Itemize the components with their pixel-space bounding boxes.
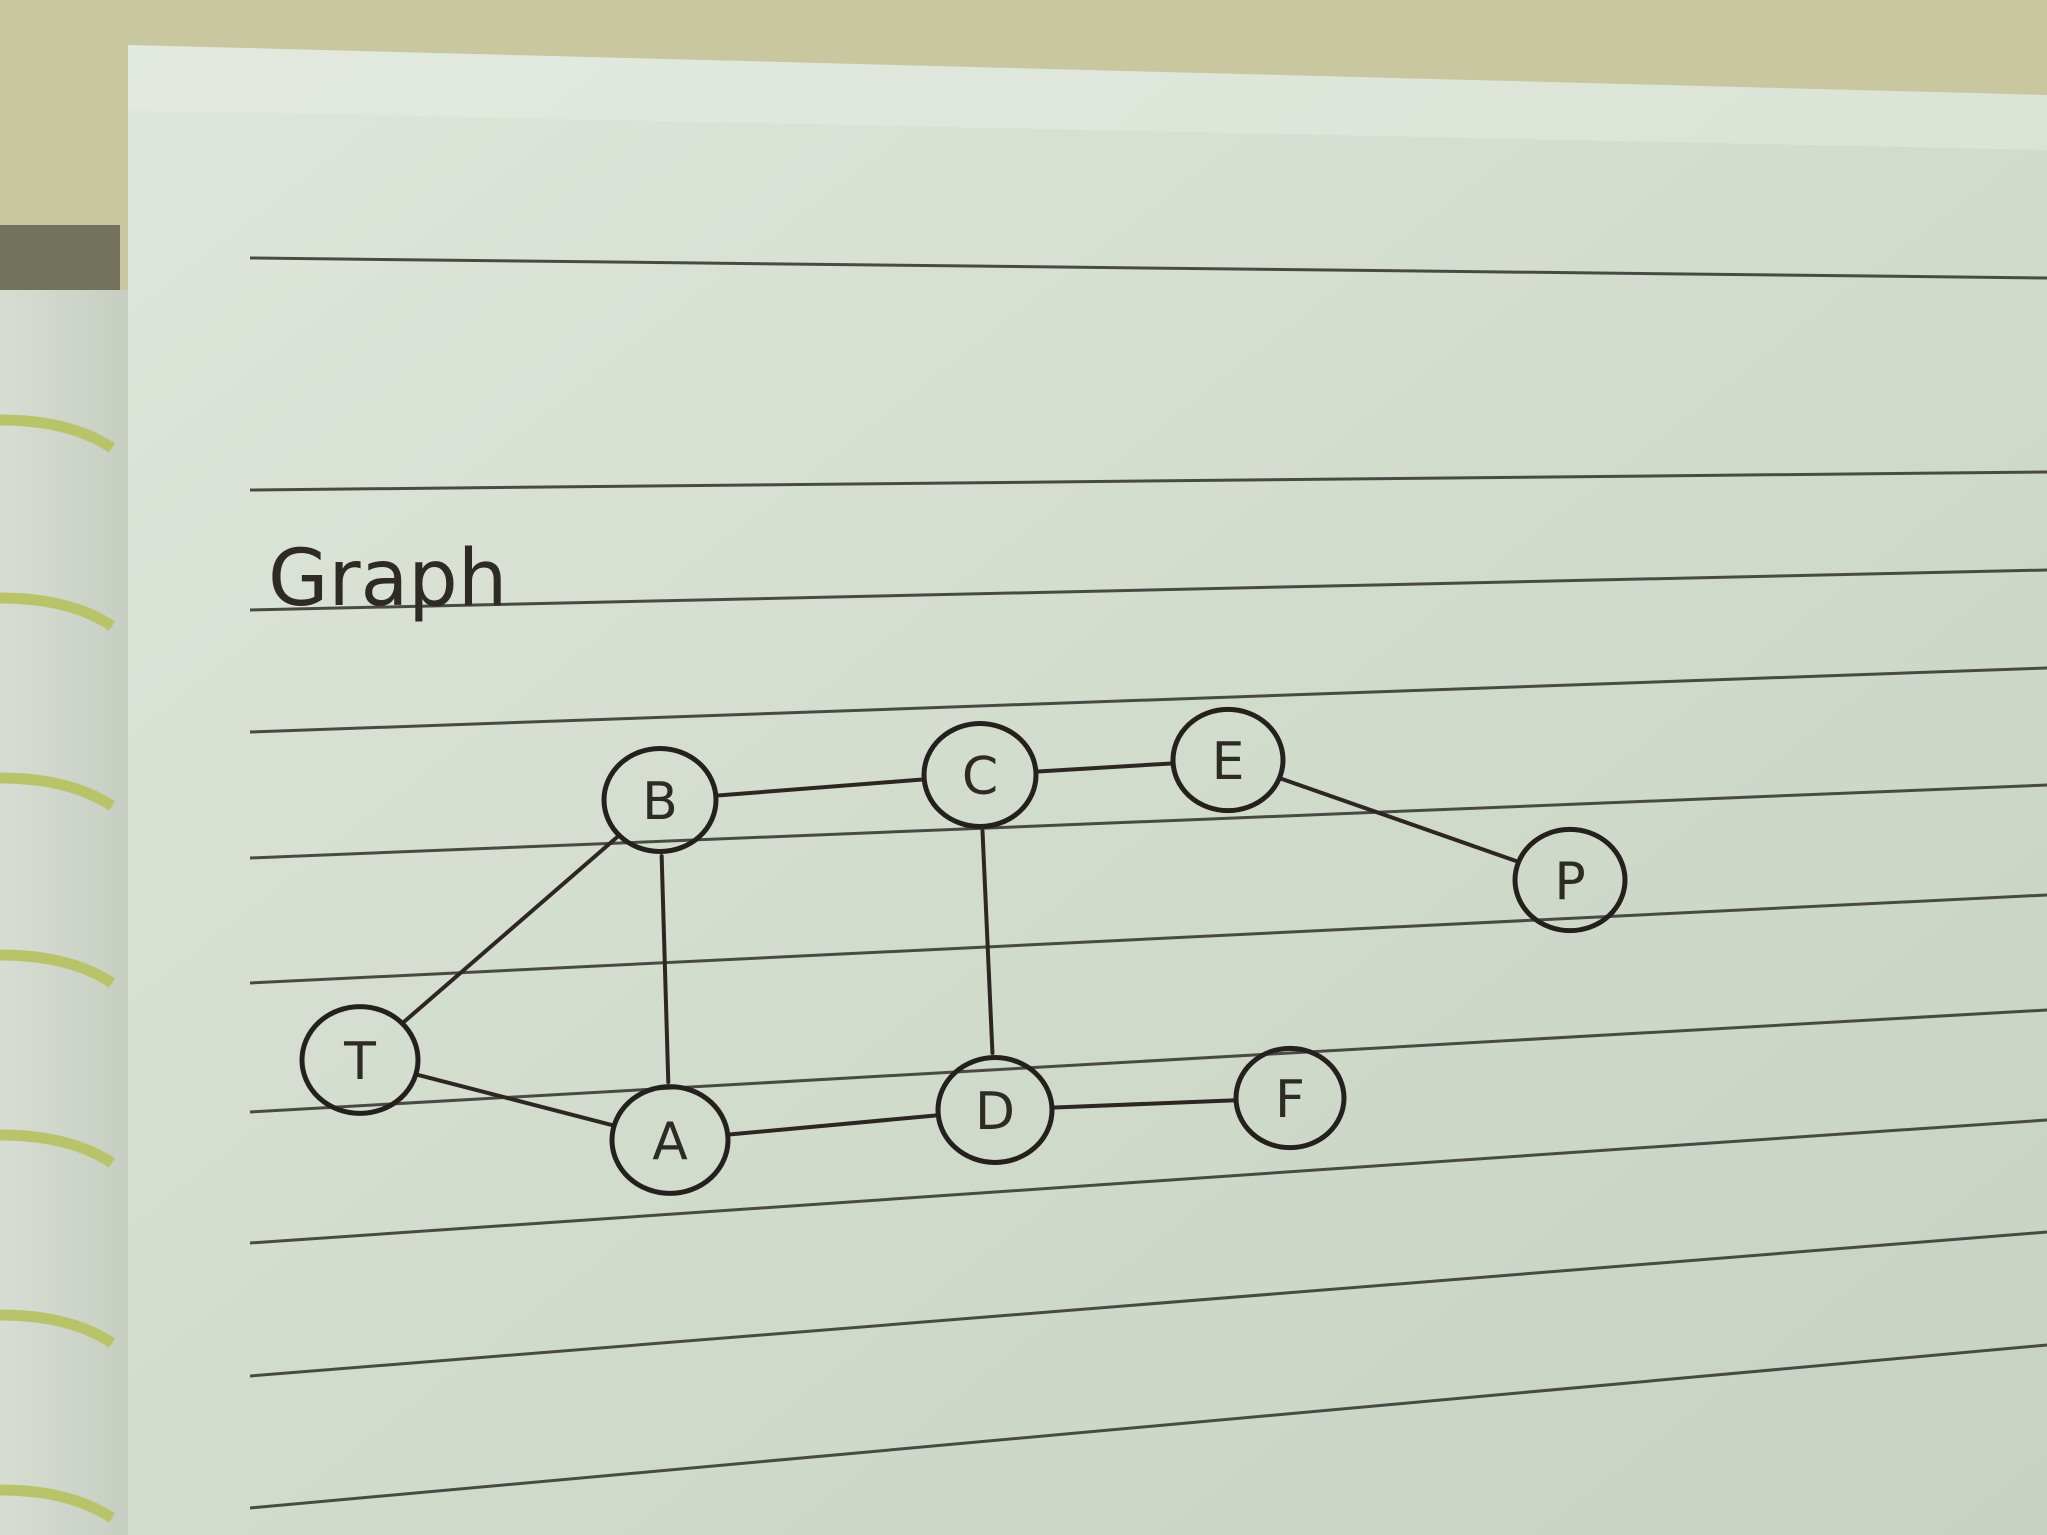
node-circle — [1170, 706, 1286, 814]
ruled-line — [249, 783, 2047, 860]
node-label: T — [343, 1032, 376, 1092]
back-page — [0, 290, 140, 1535]
ruled-line — [249, 1118, 2047, 1245]
edge-c-d — [980, 828, 995, 1056]
ruled-line — [249, 256, 2047, 280]
diagram-title: Graph — [268, 534, 507, 624]
page-shadow — [128, 45, 2047, 150]
node-circle — [299, 1004, 421, 1116]
edge-t-a — [414, 1072, 616, 1128]
ruled-line — [249, 470, 2047, 492]
edge-t-b — [401, 834, 620, 1025]
node-d: D — [935, 1055, 1055, 1165]
node-label: P — [1554, 852, 1585, 912]
spiral-ring — [0, 1129, 116, 1168]
node-label: F — [1275, 1070, 1305, 1130]
edge-d-f — [1049, 1098, 1239, 1110]
node-circle — [1512, 826, 1628, 934]
edge-e-p — [1277, 776, 1521, 864]
ruled-line — [249, 666, 2047, 734]
graph-nodes: T B A C D E F P — [299, 706, 1628, 1196]
spiral-ring — [0, 1484, 116, 1523]
node-circle — [921, 720, 1039, 830]
spiral-ring — [0, 414, 116, 453]
spiral-ring — [0, 949, 116, 988]
edge-a-d — [725, 1113, 941, 1137]
node-label: E — [1212, 732, 1245, 792]
spiral-ring — [0, 592, 116, 631]
spiral-ring — [0, 1309, 116, 1348]
ruled-line — [249, 568, 2047, 612]
node-a: A — [609, 1084, 731, 1196]
edge-b-c — [713, 777, 927, 798]
node-p: P — [1512, 826, 1628, 934]
edge-b-a — [659, 853, 671, 1085]
node-label: B — [642, 772, 678, 832]
edge-c-e — [1033, 761, 1176, 774]
ruled-line — [249, 1008, 2047, 1114]
node-t: T — [299, 1004, 421, 1116]
ruled-line — [249, 1230, 2047, 1378]
node-circle — [601, 745, 719, 855]
node-circle — [609, 1084, 731, 1196]
graph-edges — [401, 761, 1521, 1137]
node-f: F — [1233, 1045, 1347, 1151]
node-label: C — [962, 747, 998, 807]
ruled-line — [249, 1343, 2047, 1510]
node-circle — [935, 1055, 1055, 1165]
node-label: A — [652, 1112, 688, 1172]
ruled-line — [249, 893, 2047, 985]
notebook-page — [128, 45, 2047, 1535]
node-circle — [1233, 1045, 1347, 1151]
ruled-lines — [249, 256, 2047, 1510]
node-e: E — [1170, 706, 1286, 814]
node-label: D — [975, 1082, 1015, 1142]
node-b: B — [601, 745, 719, 855]
spiral-ring — [0, 772, 116, 811]
node-c: C — [921, 720, 1039, 830]
spiral-binding — [0, 414, 116, 1523]
